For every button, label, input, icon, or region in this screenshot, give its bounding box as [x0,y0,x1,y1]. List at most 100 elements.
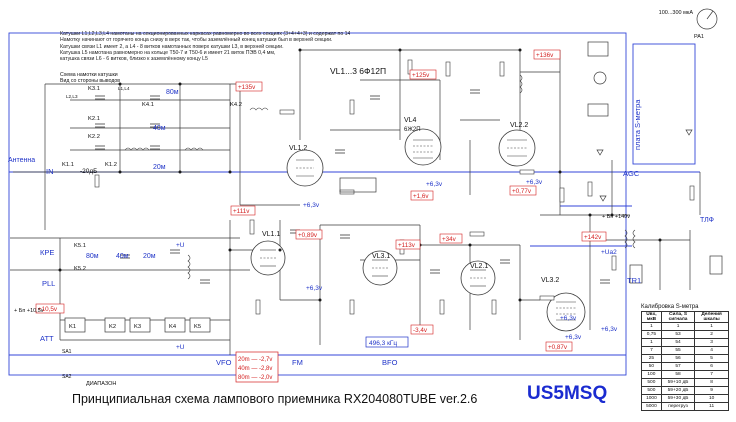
column-header: Деления шкалы [694,311,729,323]
tube-labels: VL1...3 6Ф12П VL1.2 VL4 6Ж2П VL2.2 VL1.1… [262,66,559,284]
misc-labels: -20дБ 496,3 кГц 20m — -2,7v 40m — -2,8v … [60,10,704,383]
table-cell: 1000 [641,394,662,403]
table-cell: 0,75 [641,330,662,339]
table-cell: 59+20 дБ [660,386,696,395]
calibration-table: Калибровка S-метра Uвх, мкВ Сила, S сигн… [641,304,729,411]
table-cell: 7 [694,370,729,379]
table-cell: 58 [660,370,696,379]
table-cell: 4 [694,346,729,355]
voltage-label: +0,77v [512,188,532,195]
supply-label: +6,3v [560,315,577,322]
coil-l2l3-label: L2,L3 [66,94,78,99]
note-line: Катушка L5 намотана равномерно на кольце… [60,49,276,56]
signal-wires [10,49,701,355]
supply-labels: +6,3v +6,3v +6,3v +6,3v +6,3v +6,3v +6,3… [14,179,630,351]
voltage-label: +1,6v [413,193,429,200]
pll-port-label: PLL [42,279,55,288]
table-cell: 59+30 дБ [660,394,696,403]
table-cell: 57 [660,362,696,371]
junction-dots [58,48,662,302]
band-40-label: 40м [116,253,129,260]
table-cell: 1 [660,322,696,331]
table-cell: 500 [641,378,662,387]
filter-block [339,177,377,193]
coil-scheme-label: Схема намотки катушки [60,72,118,78]
inductors [124,74,636,280]
table-cell: 6 [694,362,729,371]
table-cell: 5 [694,354,729,363]
tlf-label: ТЛФ [700,217,714,224]
supply-label: +6,3v [306,285,323,292]
band-voltage-row: 80m — -2,0v [238,375,272,381]
voltage-label: +142v [584,234,602,241]
table-cell: 59+10 дБ [660,378,696,387]
table-cell: 1 [641,322,662,331]
calibration-grid: Uвх, мкВ Сила, S сигнала Деления шкалы 1… [641,311,729,411]
smeter-board-frame [632,43,696,165]
band-20-label: 20м [143,253,156,260]
agc-port-label: AGC [623,169,640,178]
table-cell: 11 [694,402,729,411]
table-cell: 3 [694,338,729,347]
relay-contact-label: K5.2 [74,266,86,272]
relay-label: K4 [169,324,177,330]
table-cell: перегруз [660,402,696,411]
voltage-label: +10,5v [38,306,58,313]
supply-label: + Бп +10,5v [14,308,44,314]
voltage-label: +111v [233,208,250,215]
vl3-1-label: VL3.1 [372,253,390,260]
column-header: Uвх, мкВ [641,311,662,323]
freq-box-label: 496,3 кГц [369,340,397,347]
table-header-row: Uвх, мкВ Сила, S сигнала Деления шкалы [641,311,729,323]
tube-vl3-2 [546,292,586,332]
relay-labels: K1 K2 K3 K4 K5 K1.1 K1.2 K4.1 K4.2 K5.1 … [62,86,242,330]
relay-contact-label: K3.1 [88,86,100,92]
voltage-label: +34v [442,236,457,243]
voltage-labels: +135v +125v +136v +111v +0,89v +113v +34… [35,49,607,352]
tube-vl4 [404,128,442,166]
table-cell: 1 [641,338,662,347]
band-20-label: 20м [153,164,166,171]
vl3-2-label: VL3.2 [541,277,559,284]
table-cell: 25 [641,354,662,363]
band-voltage-row: 20m — -2,7v [238,357,272,363]
pa1-range-label: 100...300 мкА [659,10,694,16]
tube-family-label: VL1...3 6Ф12П [330,66,386,76]
calibration-title: Калибровка S-метра [641,304,699,310]
relay-label: K2 [109,324,116,330]
note-line: Катушки связи L1 имеет 2, а L4 - 8 витко… [60,43,284,50]
port-labels: Антенна IN КРЕ PLL ATT VFO FM BFO AGC TR… [8,157,714,387]
in-port-label: IN [46,167,54,176]
table-cell: 5000 [641,402,662,411]
attenuator-label: -20дБ [80,168,97,175]
note-line: Намотку начинают от горячего конца снизу… [60,37,333,44]
supply-label: +6,3v [426,181,443,188]
table-cell: 8 [694,378,729,387]
relay-contact-label: K1.2 [105,162,117,168]
voltage-label: +0,87v [548,344,568,351]
relay-contact-label: K4.2 [230,102,242,108]
sa2-label: SA2 [62,374,72,380]
pa1-meter [696,8,718,30]
table-cell: 7 [641,346,662,355]
relay-contact-label: K2.1 [88,116,100,122]
vl1-1-label: VL1.1 [262,231,280,238]
voltage-label: +135v [238,84,256,91]
supply-label: +6,3v [303,202,320,209]
table-cell: 10 [694,394,729,403]
schematic-title: Принципиальная схема лампового приемника… [72,392,478,406]
pa1-label: PA1 [694,34,704,40]
voltage-label: +125v [412,72,430,79]
vl4-label: VL4 [404,117,417,124]
supply-label: +6,3v [565,334,582,341]
band-labels: 80м 40м 20м 80м 40м 20м [86,89,179,260]
voltage-label: +113v [398,242,416,249]
note-line: Катушки L1,L2,L3,L4 намотаны на секциони… [60,31,350,37]
